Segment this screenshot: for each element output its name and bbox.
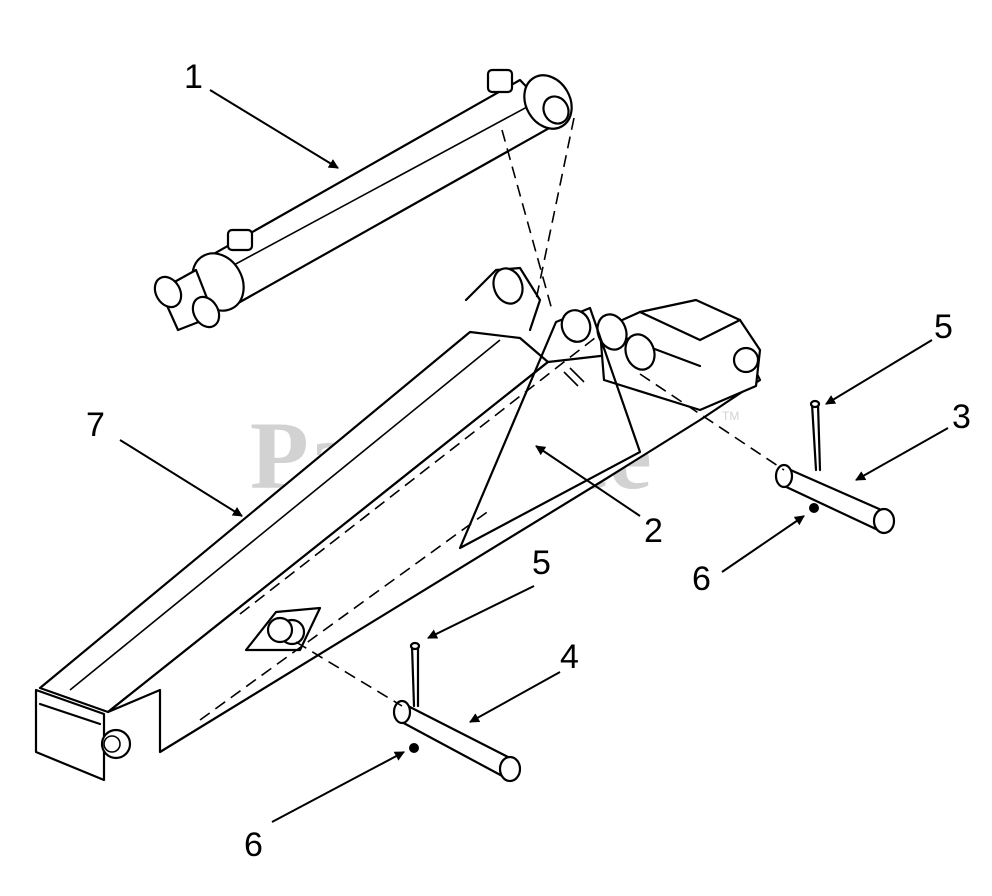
callout-1: 1 xyxy=(184,58,203,96)
cotter-pin-part-5 xyxy=(409,399,822,708)
callout-5-lower: 5 xyxy=(532,544,551,582)
callout-6-upper: 6 xyxy=(692,560,711,598)
callout-5-upper: 5 xyxy=(934,308,953,346)
callout-2: 2 xyxy=(644,512,663,550)
callout-6-lower: 6 xyxy=(244,826,263,864)
boom-arm-part-7 xyxy=(34,298,762,782)
callout-4: 4 xyxy=(560,638,579,676)
callout-7: 7 xyxy=(86,406,105,444)
bracket-plate-part-2 xyxy=(458,266,642,550)
watermark-tm: TM xyxy=(722,409,739,423)
leader-lines xyxy=(119,89,949,823)
pivot-pin-part-3 xyxy=(639,373,896,535)
clip-part-6 xyxy=(409,503,819,753)
callout-labels: 1 2 3 4 5 5 6 6 7 xyxy=(86,58,971,864)
pivot-pin-part-4 xyxy=(295,641,522,783)
hydraulic-cylinder-part-1 xyxy=(153,68,575,332)
callout-3: 3 xyxy=(952,398,971,436)
